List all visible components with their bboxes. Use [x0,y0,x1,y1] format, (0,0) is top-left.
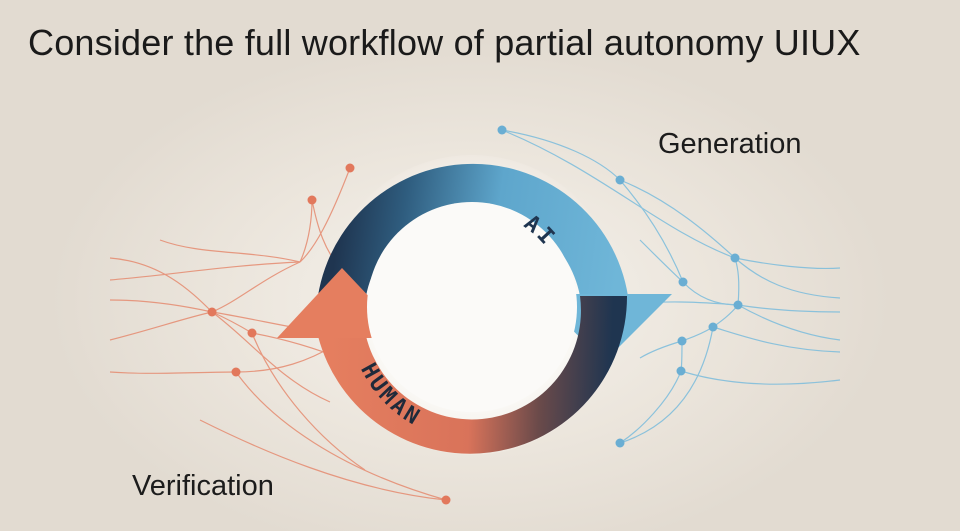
generation-label: Generation [658,128,802,160]
verification-network [109,167,447,501]
ai-arc [316,163,628,318]
verification-label: Verification [132,470,274,502]
verification-nodes [207,163,451,505]
generation-nodes [497,125,743,448]
human-arc [318,296,628,454]
ring-center [367,202,577,412]
slide-title: Consider the full workflow of partial au… [28,22,861,63]
